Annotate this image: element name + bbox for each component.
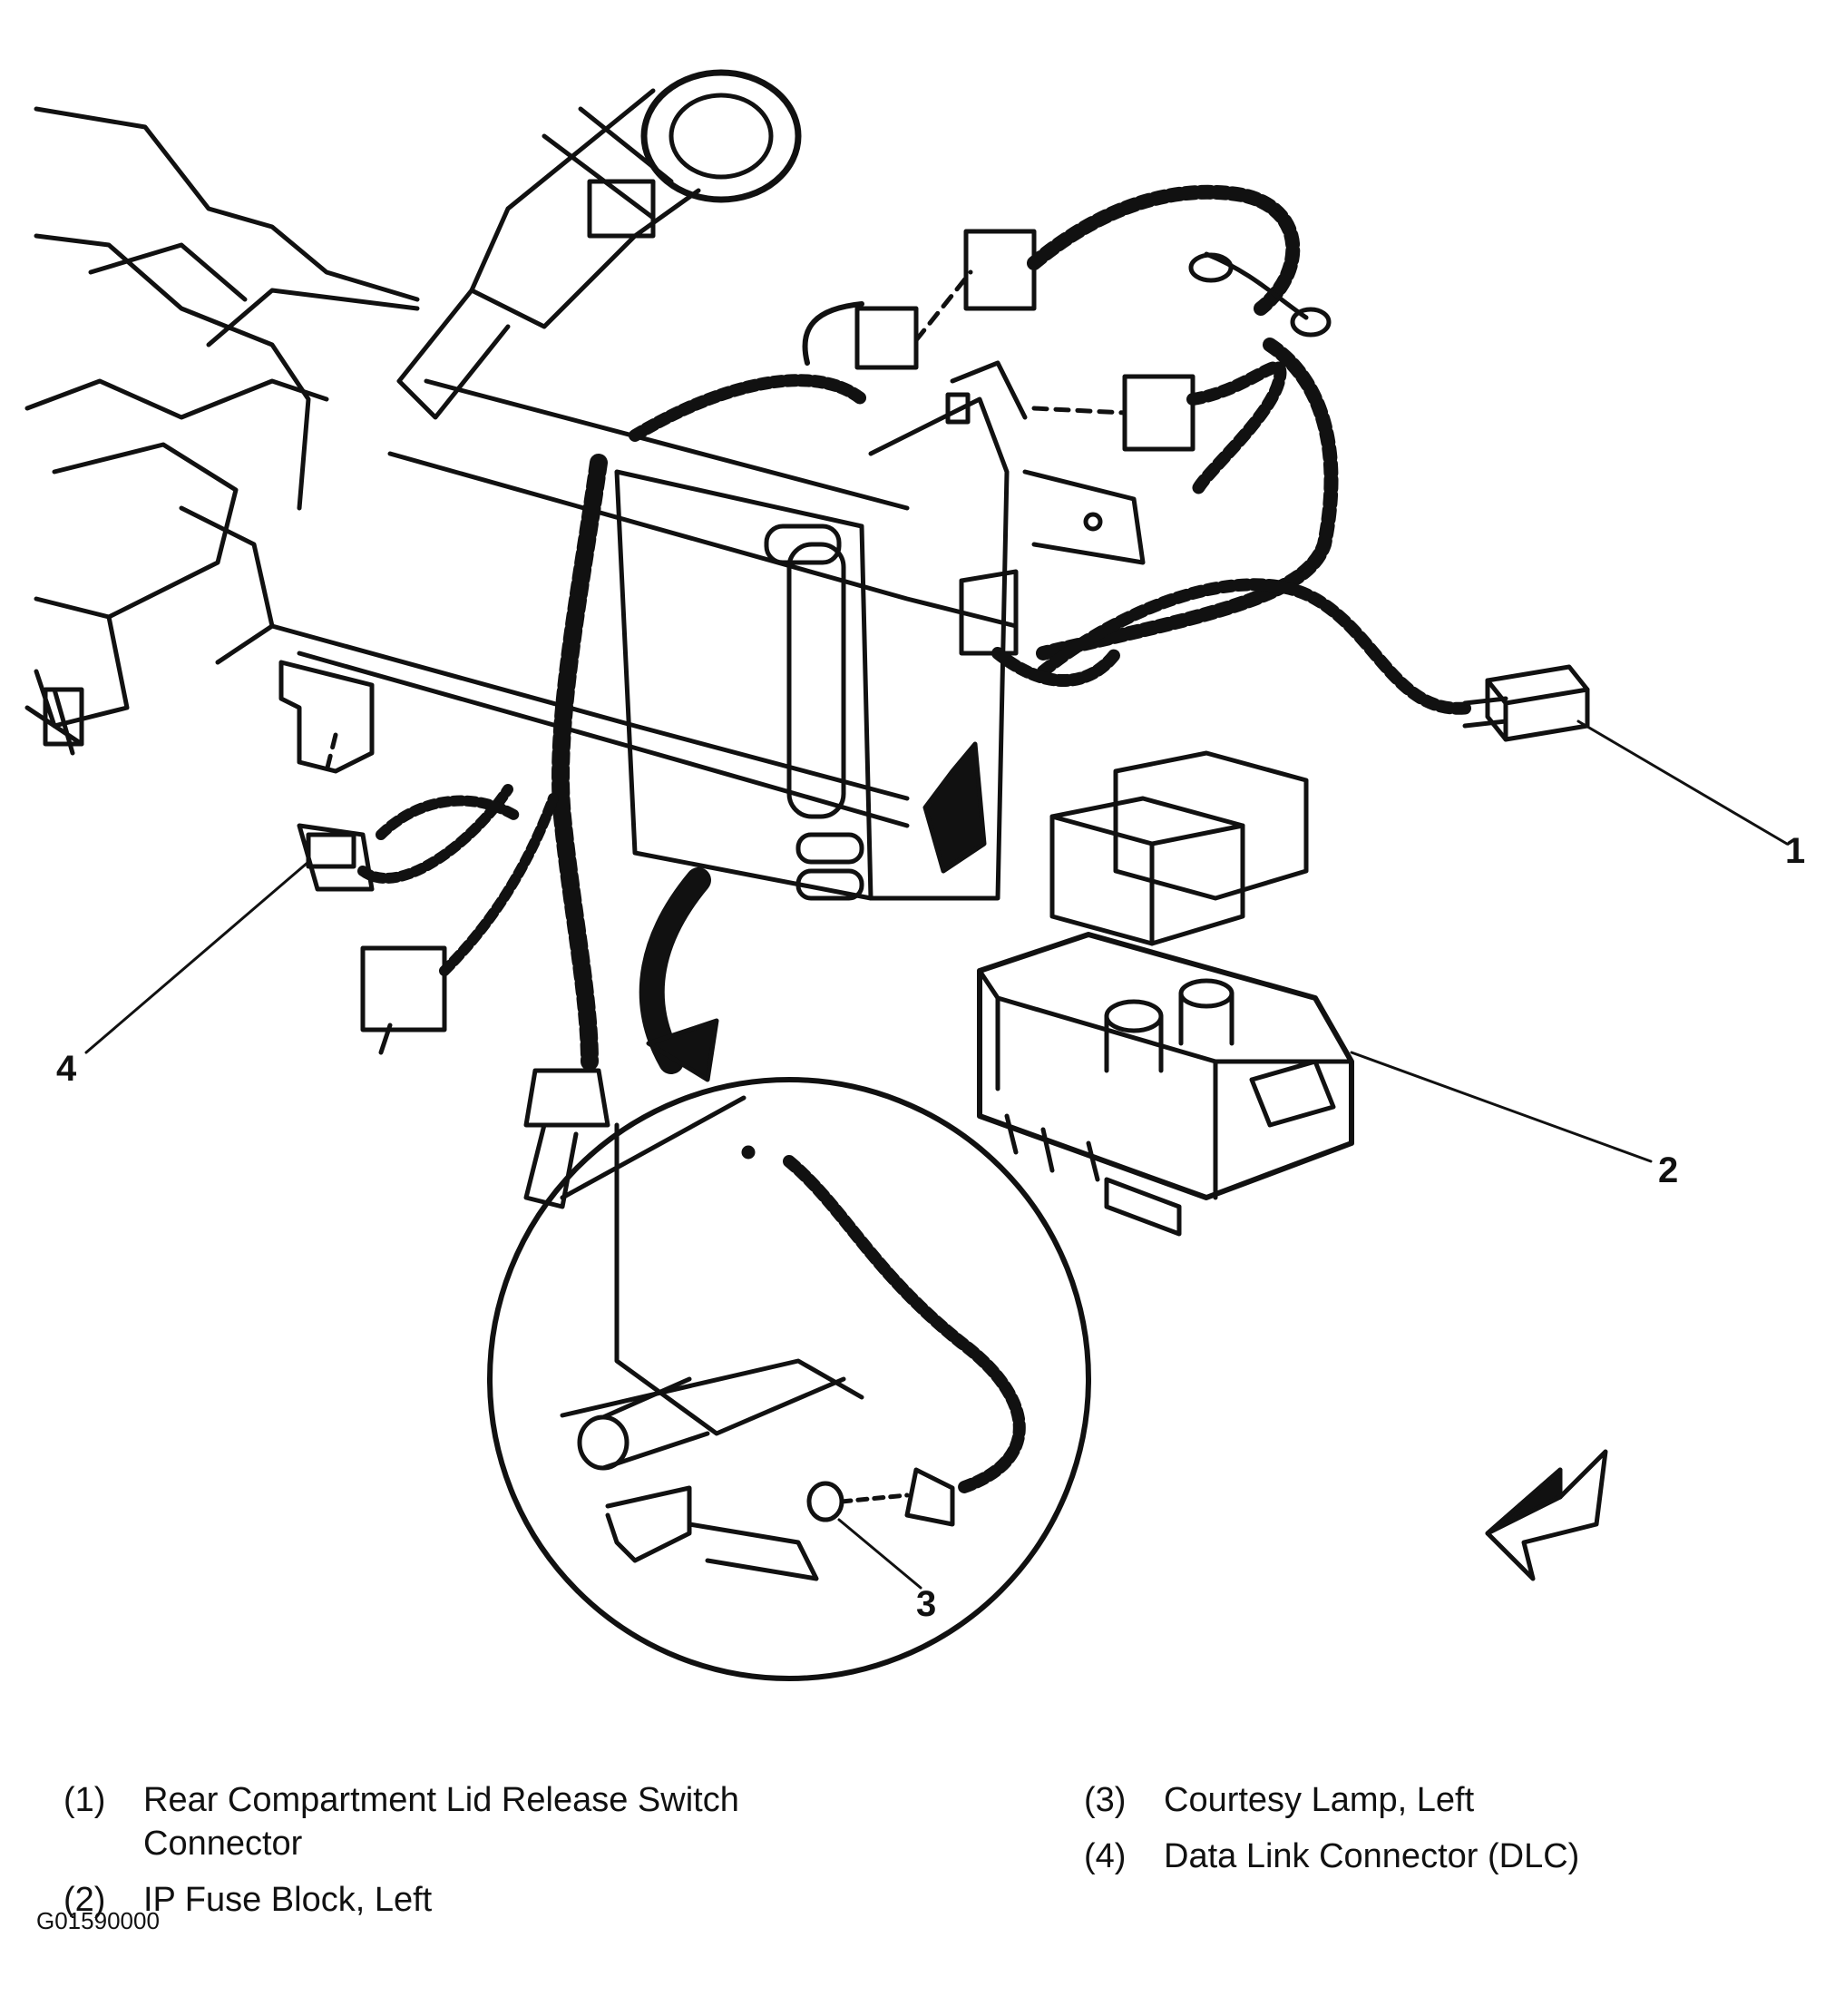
location-arrow <box>922 741 987 874</box>
legend-number: (1) <box>63 1781 106 1819</box>
inset-arrow <box>639 867 719 1082</box>
figure-id: G01590000 <box>36 1907 160 1934</box>
courtesy-lamp-inset <box>487 1077 1091 1681</box>
ip-fuse-block <box>977 750 1354 1237</box>
legend-number: (4) <box>1084 1837 1127 1875</box>
legend-label: Courtesy Lamp, Left <box>1164 1781 1475 1819</box>
fuse-block-bracket <box>614 360 1146 901</box>
legend-item-4: (4) Data Link Connector (DLC) <box>1084 1835 1799 1878</box>
release-switch-connector <box>1462 664 1590 742</box>
left-dash-structure <box>24 106 420 756</box>
main-harness <box>523 374 868 1209</box>
legend-left: (1) Rear Compartment Lid Release Switch … <box>63 1778 796 1934</box>
legend-number: (2) <box>63 1881 106 1919</box>
legend-item-3: (3) Courtesy Lamp, Left <box>1084 1778 1799 1822</box>
legend-item-2: (2) IP Fuse Block, Left <box>63 1878 796 1922</box>
upper-harness <box>802 184 1339 661</box>
legend-item-1: (1) Rear Compartment Lid Release Switch … <box>63 1778 796 1865</box>
callout-1: 1 <box>1785 831 1806 871</box>
legend-label: Rear Compartment Lid Release Switch Conn… <box>143 1781 739 1863</box>
wiring-harness-illustration <box>24 69 1789 1681</box>
legend-label: Data Link Connector (DLC) <box>1164 1837 1580 1875</box>
legend-number: (3) <box>1084 1781 1127 1819</box>
dlc-connector <box>278 660 559 1055</box>
legend-right: (3) Courtesy Lamp, Left (4) Data Link Co… <box>1084 1778 1799 1891</box>
release-switch-harness <box>959 569 1476 715</box>
legend-label: IP Fuse Block, Left <box>143 1881 433 1919</box>
callout-4: 4 <box>56 1049 77 1089</box>
callout-2: 2 <box>1658 1150 1679 1190</box>
steering-column <box>396 69 802 420</box>
cross-car-beam <box>269 378 1019 828</box>
leader-lines <box>84 719 1789 1590</box>
front-direction-arrow <box>1485 1449 1608 1581</box>
callout-3: 3 <box>916 1584 937 1624</box>
